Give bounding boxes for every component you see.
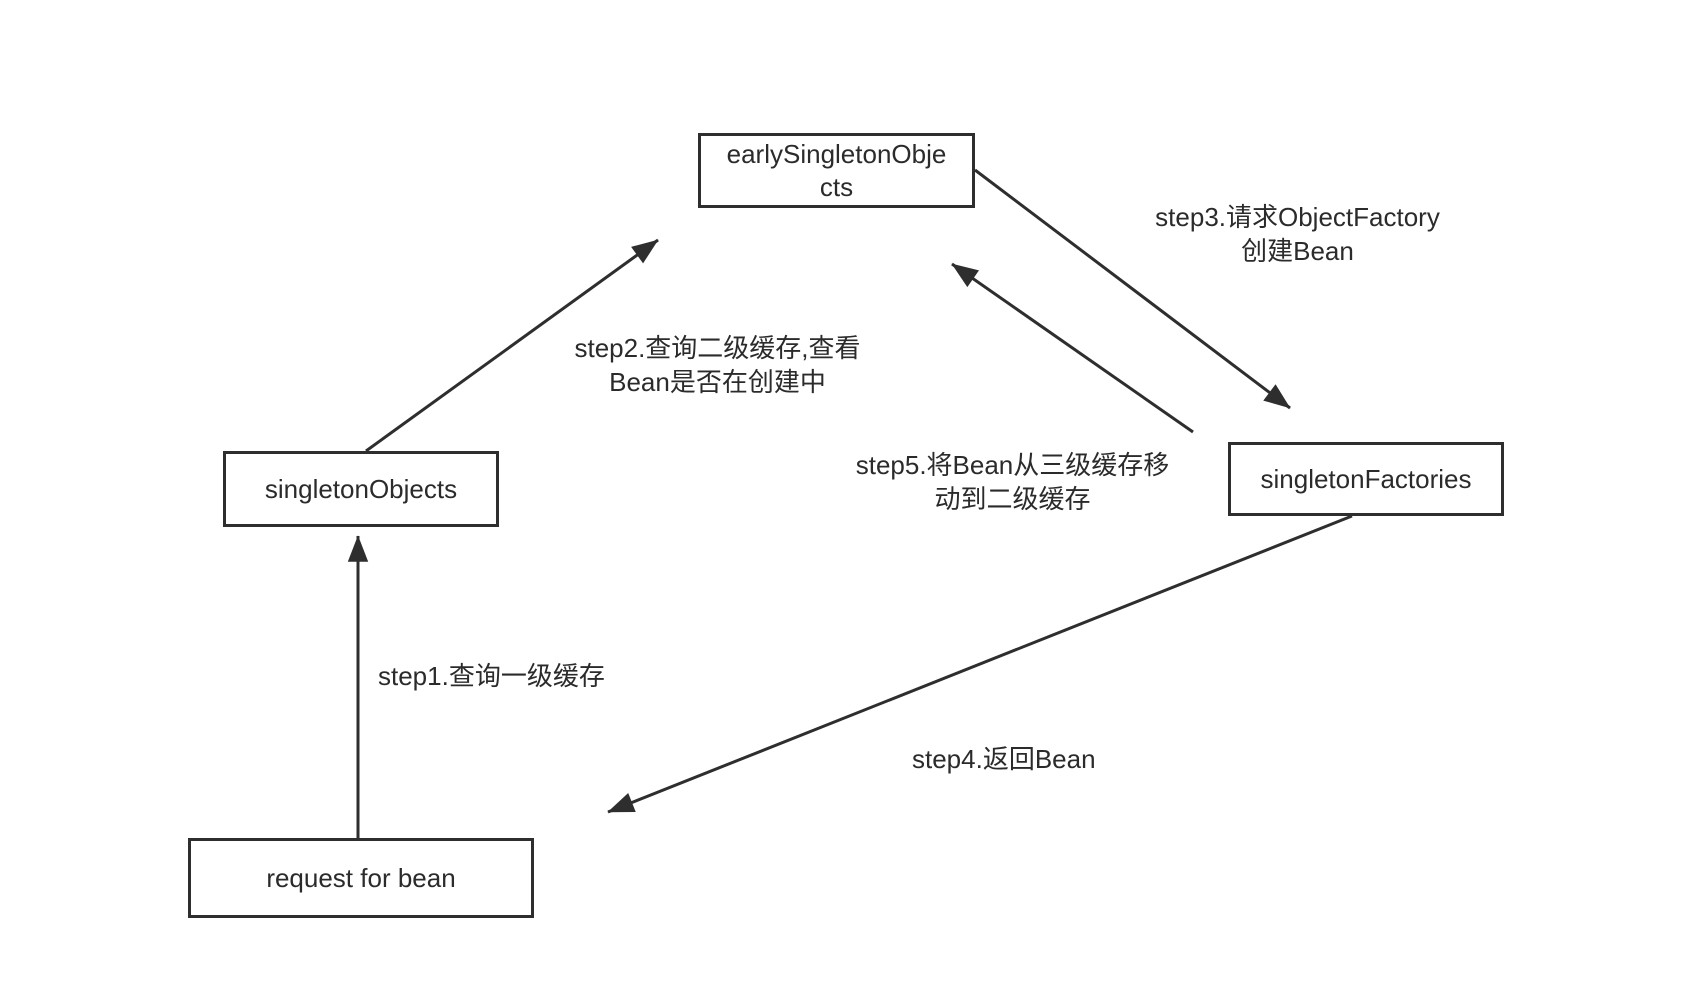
label-step2: step2.查询二级缓存,查看 Bean是否在创建中 [535, 331, 900, 399]
label-step5-line2: 动到二级缓存 [934, 484, 1091, 514]
arrow-step3 [974, 168, 1291, 410]
label-step1: step1.查询一级缓存 [378, 659, 605, 693]
node-singleton-objects: singletonObjects [223, 451, 499, 527]
node-request-for-bean: request for bean [188, 838, 534, 918]
node-singleton-objects-label: singletonObjects [264, 473, 458, 504]
label-step1-text: step1.查询一级缓存 [378, 661, 605, 691]
label-step3-line1: step3.请求ObjectFactory [1155, 202, 1440, 232]
node-early-singleton-objects-label-line2: cts [819, 171, 854, 202]
label-step3: step3.请求ObjectFactory 创建Bean [1110, 200, 1485, 268]
node-early-singleton-objects: earlySingletonObje cts [698, 133, 975, 208]
arrow-step4 [607, 514, 1353, 814]
label-step4: step4.返回Bean [912, 742, 1096, 776]
label-step2-line1: step2.查询二级缓存,查看 [574, 333, 861, 363]
label-step5-line1: step5.将Bean从三级缓存移 [855, 450, 1170, 480]
label-step4-text: step4.返回Bean [912, 744, 1096, 774]
label-step3-line2: 创建Bean [1241, 236, 1354, 266]
node-singleton-factories: singletonFactories [1228, 442, 1504, 516]
arrow-step2 [365, 238, 659, 453]
node-early-singleton-objects-label-line1: earlySingletonObje [726, 138, 947, 169]
label-step2-line2: Bean是否在创建中 [609, 367, 826, 397]
label-step5: step5.将Bean从三级缓存移 动到二级缓存 [835, 448, 1190, 516]
node-request-for-bean-label: request for bean [266, 862, 456, 893]
arrow-step5 [951, 262, 1194, 434]
node-singleton-factories-label: singletonFactories [1260, 463, 1472, 494]
